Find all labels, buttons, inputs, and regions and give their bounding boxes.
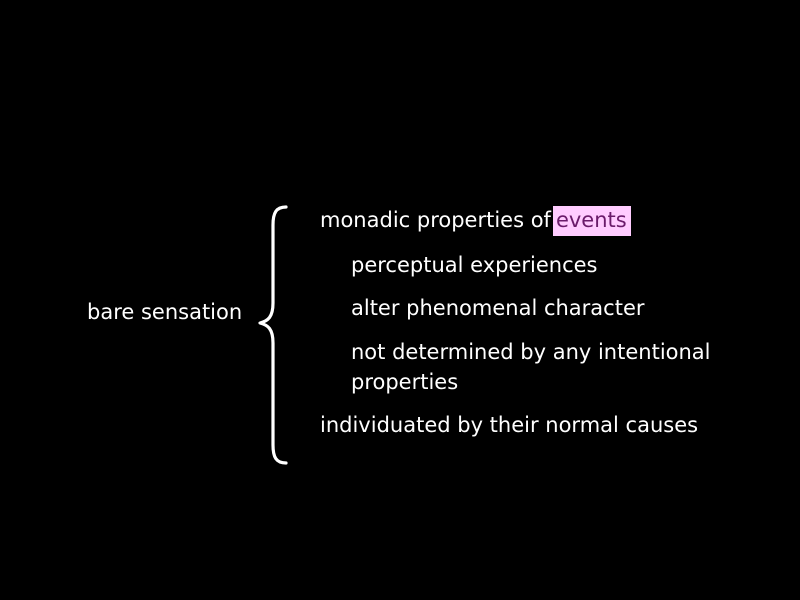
term-label: bare sensation <box>87 300 243 324</box>
item-line-2: properties <box>351 370 459 394</box>
list-item-not-determined: not determined by any intentional proper… <box>351 337 711 397</box>
item-prefix: monadic properties of <box>320 208 551 232</box>
item-line-1: not determined by any intentional <box>351 340 711 364</box>
list-item-phenomenal-character: alter phenomenal character <box>351 296 645 320</box>
highlighted-term: events <box>552 206 631 236</box>
list-item-perceptual-experiences: perceptual experiences <box>351 253 598 277</box>
list-item-individuated: individuated by their normal causes <box>320 413 699 437</box>
curly-brace-icon <box>258 205 288 465</box>
